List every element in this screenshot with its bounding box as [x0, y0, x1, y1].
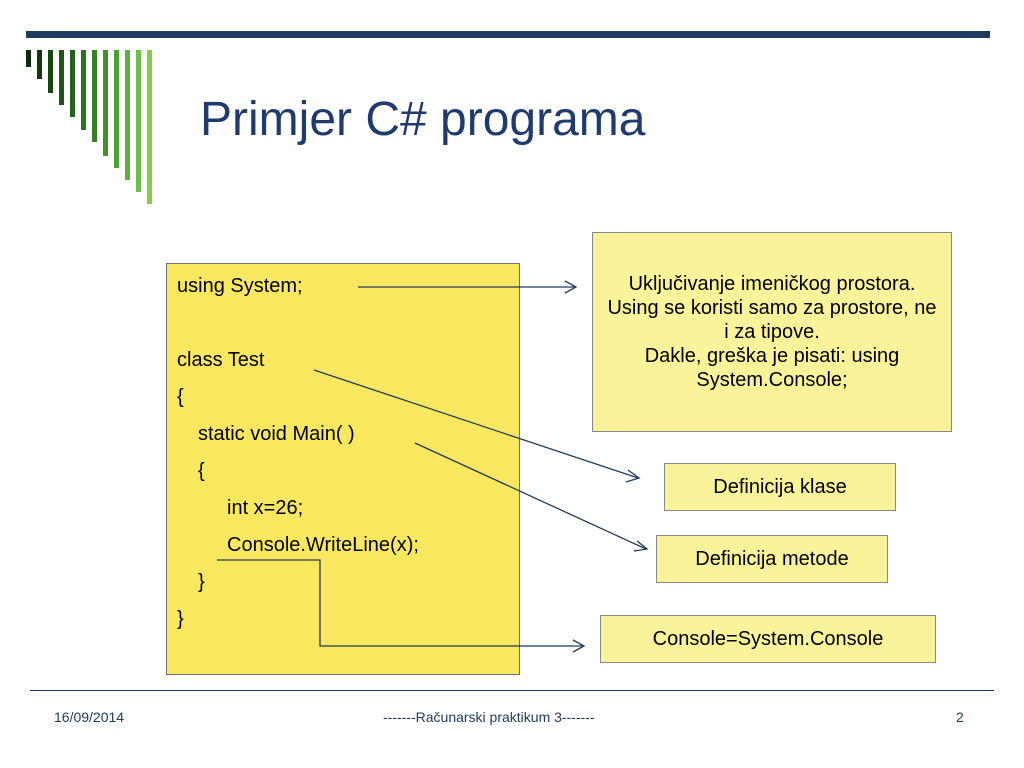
code-line-close-brace: } — [177, 608, 184, 630]
deco-bar — [59, 50, 64, 105]
code-line-writeline: Console.WriteLine(x); — [227, 534, 419, 556]
callout-namespace-note: Uključivanje imeničkog prostora. Using s… — [592, 232, 952, 432]
deco-bar — [81, 50, 86, 130]
code-line-using: using System; — [177, 275, 303, 297]
slide-title: Primjer C# programa — [200, 93, 646, 146]
deco-bar — [125, 50, 130, 180]
deco-bar — [147, 50, 152, 204]
code-line-main: static void Main( ) — [198, 423, 355, 445]
deco-bar — [37, 50, 42, 79]
code-line-class: class Test — [177, 349, 265, 371]
code-line-main-open-brace: { — [198, 460, 205, 482]
arrowhead-console — [572, 639, 586, 653]
deco-bar — [92, 50, 97, 142]
callout-console-text: Console=System.Console — [652, 628, 884, 650]
code-line-main-close-brace: } — [198, 571, 205, 593]
code-line-open-brace: { — [177, 386, 184, 408]
top-rule — [26, 31, 990, 38]
footer-page-number: 2 — [956, 709, 964, 725]
deco-bar — [70, 50, 75, 117]
code-line-int: int x=26; — [227, 497, 304, 519]
footer-course-title: -------Računarski praktikum 3------- — [383, 709, 595, 725]
arrowhead-class — [625, 469, 641, 483]
footer-date: 16/09/2014 — [54, 709, 125, 725]
deco-bar — [136, 50, 141, 192]
callout-method-text: Definicija metode — [695, 548, 849, 570]
bottom-rule — [30, 690, 994, 691]
code-box: using System; class Test { static void M… — [166, 263, 520, 675]
arrowhead-namespace — [564, 280, 578, 294]
callout-console-alias: Console=System.Console — [600, 615, 936, 663]
arrowhead-method — [633, 540, 649, 552]
deco-bar — [114, 50, 119, 168]
decorative-green-bars — [26, 50, 152, 204]
callout-class-text: Definicija klase — [713, 476, 847, 498]
callout-namespace-text: Uključivanje imeničkog prostora. Using s… — [607, 273, 937, 391]
deco-bar — [26, 50, 31, 67]
deco-bar — [48, 50, 53, 93]
callout-method-definition: Definicija metode — [656, 535, 888, 583]
callout-class-definition: Definicija klase — [664, 463, 896, 511]
deco-bar — [103, 50, 108, 156]
